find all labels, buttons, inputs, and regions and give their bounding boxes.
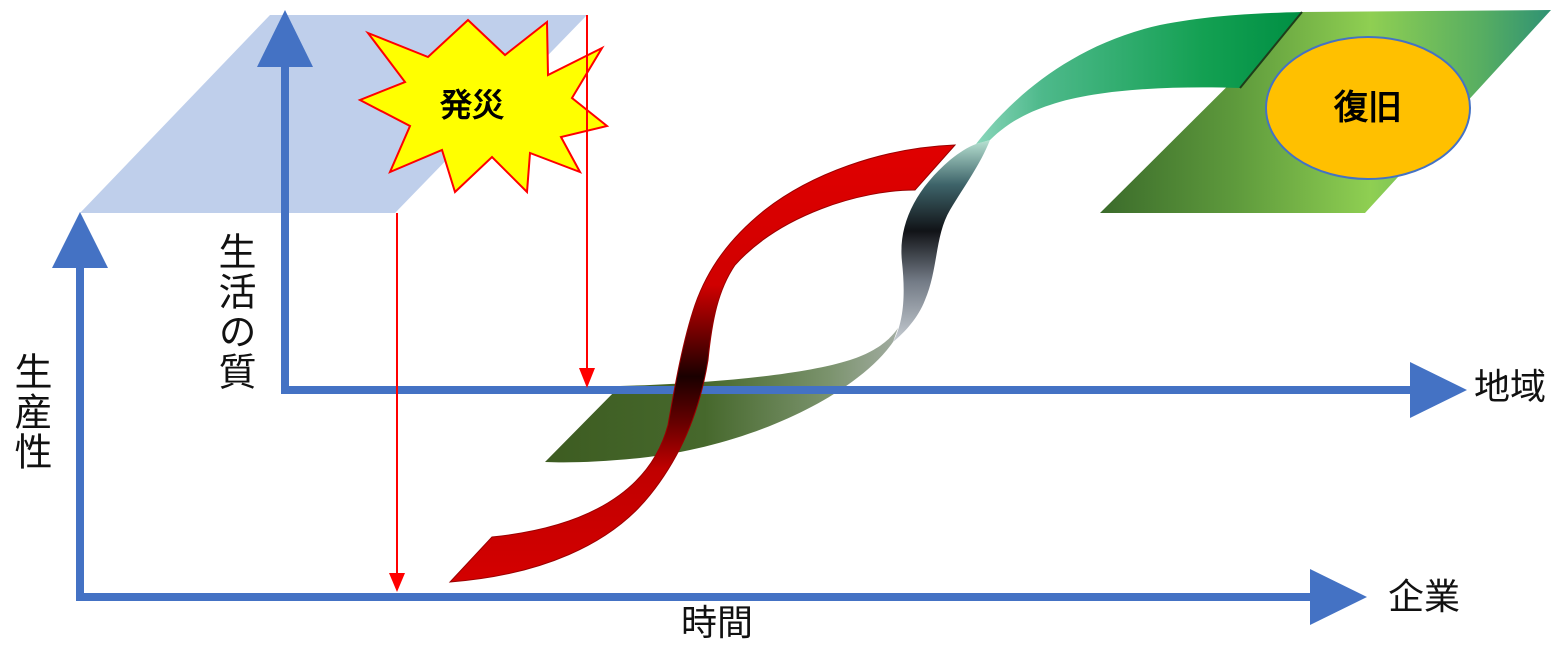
region-axis-label: 地域 — [1473, 367, 1546, 408]
time-axis-label: 時間 — [681, 603, 754, 644]
recovery-badge — [1265, 36, 1471, 180]
region-ribbon-upper — [976, 12, 1302, 144]
disaster-label: 発災 — [439, 86, 504, 124]
region-arrowhead — [1410, 362, 1467, 418]
region-axis-line — [281, 62, 1412, 394]
region-ribbon-lower — [545, 328, 898, 463]
region-ribbon-twist — [893, 140, 990, 342]
enterprise-arrowhead — [1310, 569, 1367, 625]
recovery-label: 復旧 — [1334, 88, 1402, 128]
enterprise-axis-line — [76, 262, 1312, 601]
ribbon-plane-seam — [1239, 11, 1303, 89]
enterprise-ribbon — [448, 144, 957, 583]
disaster-burst — [357, 18, 610, 195]
productivity-arrowhead — [52, 212, 108, 268]
disaster-marker-region-head — [579, 368, 595, 388]
productivity-axis-label: 生産性 — [8, 352, 52, 472]
region-ribbon — [545, 11, 1303, 463]
quality-of-life-arrowhead — [257, 10, 313, 67]
enterprise-axis-label: 企業 — [1388, 577, 1461, 618]
quality-of-life-axis-label: 生活の質 — [212, 232, 256, 392]
disaster-marker-enterprise-head — [389, 573, 405, 592]
